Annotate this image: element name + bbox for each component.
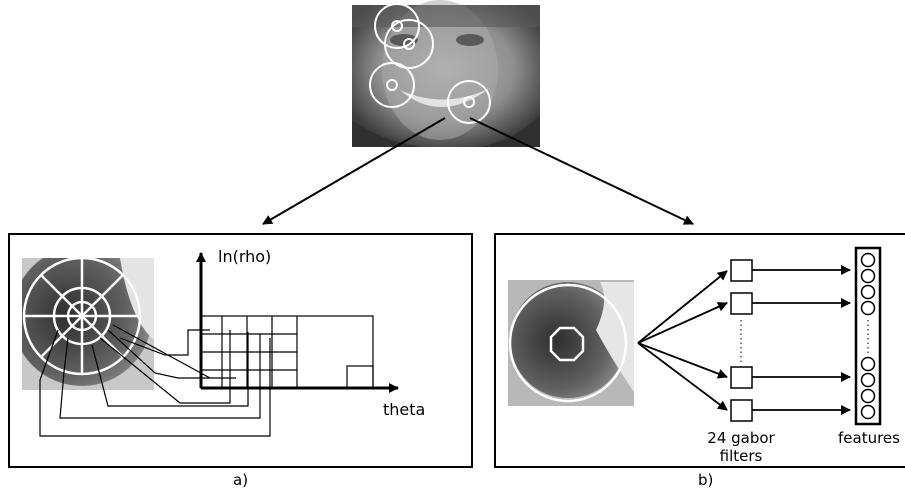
panel-a-frame xyxy=(8,233,473,468)
panel-a: ln(rho) theta a) xyxy=(8,233,473,489)
face-photo xyxy=(352,0,540,147)
highlight-circles xyxy=(369,3,491,124)
panel-b: 24 gabor filters features b) xyxy=(494,233,905,489)
features-label: features xyxy=(838,429,900,447)
fan-out-arrows xyxy=(637,270,728,411)
gabor-patch xyxy=(508,280,634,406)
panel-b-frame xyxy=(494,233,905,468)
x-axis-label: theta xyxy=(383,400,425,419)
log-polar-grid xyxy=(200,315,374,389)
mapping-lines xyxy=(39,324,271,437)
y-axis-label: ln(rho) xyxy=(218,247,271,266)
filters-label-line2: filters xyxy=(720,447,763,465)
log-polar-patch xyxy=(22,258,154,390)
arrow-to-panel-b xyxy=(469,117,694,225)
panel-b-caption: b) xyxy=(698,471,713,489)
panel-a-caption: a) xyxy=(233,471,248,489)
gabor-filter-boxes xyxy=(730,259,753,422)
feature-vector xyxy=(854,246,882,426)
filters-label-line1: 24 gabor xyxy=(707,429,775,447)
arrow-to-panel-a xyxy=(262,117,446,225)
filter-output-arrows xyxy=(752,265,851,415)
